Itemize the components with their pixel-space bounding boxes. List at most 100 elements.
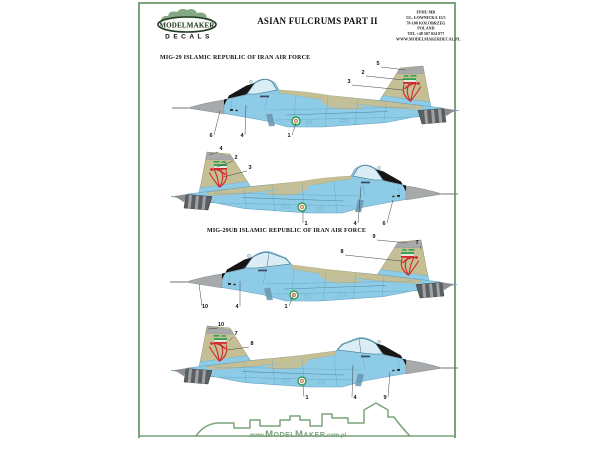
tail-cone	[441, 282, 454, 291]
cockpit-marking	[361, 181, 370, 184]
nose-marking	[392, 369, 395, 372]
mig29-side-profile	[170, 151, 458, 214]
tail-cone	[174, 368, 187, 377]
nose-marking	[230, 109, 233, 111]
irst-ball	[377, 340, 381, 344]
nose-marking	[392, 195, 395, 198]
address-line: UL. ŁOWNICKA 15/5	[406, 16, 446, 21]
logo-sub-text: DECALS	[165, 34, 213, 41]
fin-serial-mark	[410, 75, 417, 77]
address-line: 78-100 KOŁOBRZEG	[406, 21, 446, 26]
nozzle-rings	[187, 369, 206, 384]
eagle-head	[210, 342, 213, 345]
mig29-side-profile	[170, 239, 458, 302]
eagle-head	[415, 256, 418, 259]
camo-patch-spine	[205, 175, 352, 196]
eagle-head	[210, 168, 213, 171]
nose-radome	[405, 359, 443, 375]
logo-brand-text: MODELMAKER	[159, 21, 215, 29]
irst-ball	[247, 254, 251, 258]
canopy-glass	[337, 338, 384, 355]
irst-ball	[377, 166, 381, 170]
fin-serial-mark	[402, 249, 407, 251]
eagle-artwork	[402, 82, 422, 102]
nose-marking	[228, 283, 231, 285]
intake-mouth	[266, 113, 275, 127]
eagle-head	[417, 82, 420, 85]
camo-patch-mid	[319, 271, 363, 284]
antiglare-panel	[375, 169, 406, 192]
iran-flag	[213, 338, 228, 344]
antiglare-panel	[375, 343, 406, 366]
mig29-side-profile	[170, 325, 458, 388]
fin-serial-mark	[408, 249, 415, 251]
canopy-glass	[244, 252, 291, 269]
canopy-glass	[246, 79, 278, 95]
canopy-glass	[352, 165, 384, 181]
antiglare-panel	[222, 257, 253, 280]
fin-tip-cap	[396, 65, 425, 75]
cockpit-marking	[361, 355, 370, 358]
watermark-www: www.	[249, 433, 266, 439]
cockpit-marking	[260, 95, 269, 98]
fin-serial-mark	[221, 335, 226, 337]
canopy-divider	[358, 338, 362, 354]
camo-patch-mid	[265, 183, 309, 196]
address-line: POLAND	[417, 27, 435, 32]
address-line: TEL +48 507 024 077	[407, 32, 445, 37]
scheme-label-mig29: MIG-29 ISLAMIC REPUBLIC OF IRAN AIR FORC…	[160, 55, 311, 61]
watermark-url: www.ModelMaker.com.pl	[183, 424, 413, 442]
nose-marking	[397, 195, 400, 197]
nose-radome	[405, 185, 443, 201]
iriaf-roundel	[289, 290, 299, 300]
watermark-domain: .com.pl	[325, 433, 347, 439]
nose-radome	[185, 273, 223, 289]
address-line: FPHU MR	[416, 10, 436, 15]
address-line: WWW.MODELMAKERDECAL.PL	[396, 38, 461, 43]
panel-lines	[213, 354, 401, 388]
eagle-artwork	[208, 342, 228, 362]
intake-mouth	[264, 287, 273, 301]
nozzle-rings	[187, 195, 206, 210]
fin-serial-mark	[404, 75, 409, 77]
mig29-side-profile	[172, 65, 460, 128]
iriaf-roundel	[297, 202, 307, 212]
fin-tip-cap	[394, 239, 423, 249]
iriaf-roundel	[291, 116, 301, 126]
logo-oval	[157, 16, 217, 33]
aircraft-profile-mig29-right	[168, 150, 458, 230]
antiglare-panel	[224, 83, 255, 106]
scheme-label-mig29ub: MIG-29UB ISLAMIC REPUBLIC OF IRAN AIR FO…	[207, 228, 367, 234]
skyline-outline	[195, 402, 411, 437]
nose-radome	[187, 99, 225, 115]
fin-serial-mark	[213, 161, 220, 163]
camo-patch-spine	[291, 264, 423, 284]
tail-cone	[443, 108, 456, 117]
iran-flag	[402, 78, 417, 84]
eagle-artwork	[208, 168, 228, 188]
skyline-silhouette	[138, 402, 456, 437]
panel-lines	[213, 180, 401, 214]
iriaf-roundel	[297, 376, 307, 386]
fin-serial-mark	[213, 335, 220, 337]
aircraft-profile-mig29ub-right	[168, 324, 458, 404]
nozzle-rings	[424, 109, 443, 124]
nozzle-rings	[422, 283, 441, 298]
nose-marking	[233, 283, 236, 286]
camo-patch-spine	[205, 350, 337, 370]
watermark-brand: ModelMaker	[265, 429, 326, 440]
camo-patch-mid	[321, 97, 365, 110]
intake-mouth	[355, 373, 364, 387]
aircraft-profile-mig29-left	[172, 64, 462, 144]
irst-ball	[249, 80, 253, 84]
tail-cone	[174, 194, 187, 203]
cockpit-marking	[258, 269, 267, 272]
fin-serial-mark	[221, 161, 226, 163]
nose-marking	[397, 369, 400, 371]
camo-patch-spine	[278, 89, 425, 110]
page-title: ASIAN FULCRUMS PART II	[257, 16, 378, 26]
camo-patch-mid	[265, 357, 309, 370]
eagle-artwork	[400, 256, 420, 276]
